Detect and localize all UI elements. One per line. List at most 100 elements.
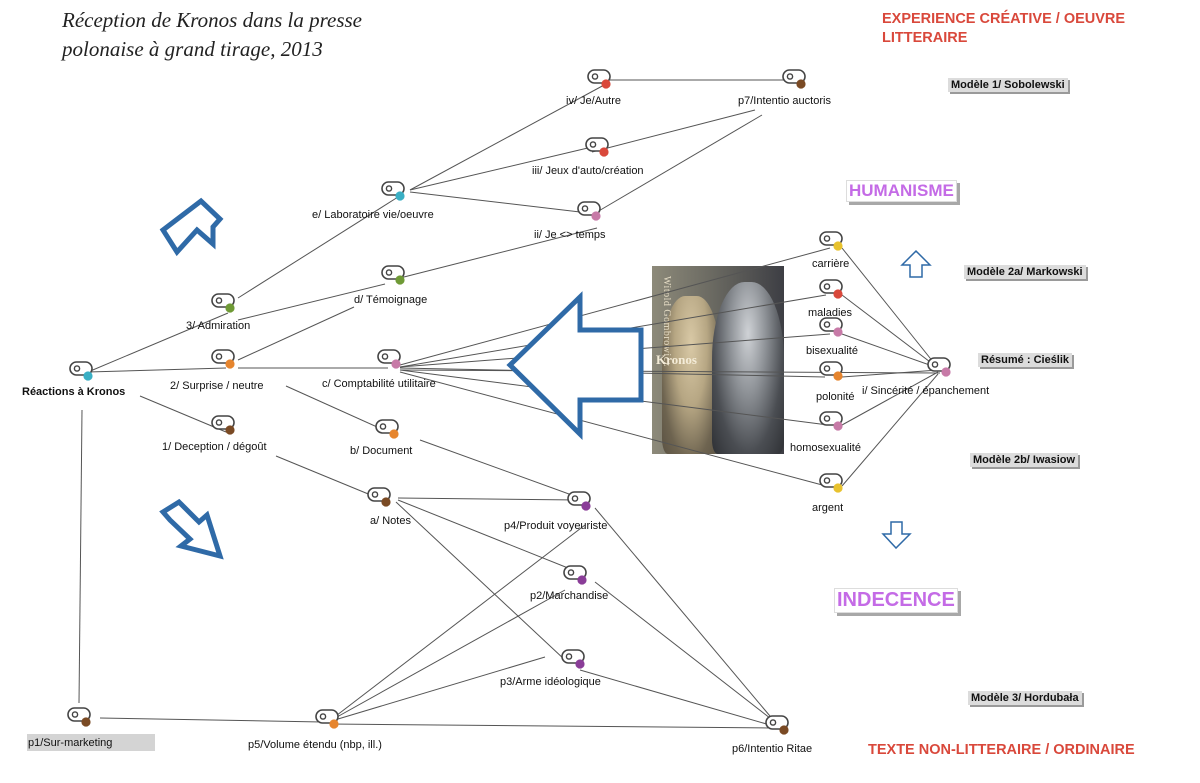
node-p2-icon [563, 565, 587, 585]
node-p7-label: p7/Intentio auctoris [738, 95, 831, 107]
node-p2-dot [577, 575, 587, 585]
node-iv-label: iv/ Je/Autre [566, 95, 621, 107]
node-polonite-label: polonité [816, 391, 855, 403]
p1-label-box [27, 734, 155, 751]
nodes [67, 69, 951, 735]
node-ii-label: ii/ Je <> temps [534, 229, 606, 241]
node-p6-icon [765, 715, 789, 735]
node-p6-label: p6/Intentio Ritae [732, 743, 812, 755]
node-p5-label: p5/Volume étendu (nbp, ill.) [248, 739, 382, 751]
node-a-label: a/ Notes [370, 515, 411, 527]
node-n1-dot [225, 425, 235, 435]
node-n3-icon [211, 293, 235, 313]
node-b-icon [375, 419, 399, 439]
indecence-label: INDECENCE [834, 588, 958, 613]
node-ii-icon [577, 201, 601, 221]
node-root-dot [83, 371, 93, 381]
diagram-title: Réception de Kronos dans la presse polon… [62, 8, 362, 61]
node-p6-dot [779, 725, 789, 735]
node-iii-dot [599, 147, 609, 157]
node-iv-icon [587, 69, 611, 89]
node-p1-dot [81, 717, 91, 727]
portrait-old-image [712, 282, 784, 454]
node-argent-icon [819, 473, 843, 493]
node-p4-dot [581, 501, 591, 511]
node-c-icon [377, 349, 401, 369]
node-c-label: c/ Comptabilité utilitaire [322, 378, 436, 390]
node-p7-icon [782, 69, 806, 89]
header-experience-creative: EXPERIENCE CRÉATIVE / OEUVRE LITTERAIRE [882, 11, 1126, 46]
node-d-dot [395, 275, 405, 285]
node-i-icon [927, 357, 951, 377]
node-e-icon [381, 181, 405, 201]
node-surprise-label: 2/ Surprise / neutre [170, 380, 264, 392]
arrow-down-icon [881, 521, 912, 550]
node-carriere-label: carrière [812, 258, 849, 270]
node-iii-label: iii/ Jeux d'auto/création [532, 165, 644, 177]
node-i-dot [941, 367, 951, 377]
node-b-dot [389, 429, 399, 439]
model-1-label: Modèle 1/ Sobolewski [948, 78, 1068, 92]
arrow-up-icon [900, 249, 932, 278]
node-bisexualite-dot [833, 327, 843, 337]
node-maladies-label: maladies [808, 307, 853, 319]
node-carriere-icon [819, 231, 843, 251]
humanisme-label: HUMANISME [846, 180, 957, 202]
node-ii-dot [591, 211, 601, 221]
node-a-dot [381, 497, 391, 507]
node-p5-icon [315, 709, 339, 729]
connection-lines [78, 79, 941, 729]
node-maladies-icon [819, 279, 843, 299]
node-bisexualite-icon [819, 317, 843, 337]
node-p1-label: p1/Sur-marketing [28, 737, 112, 749]
node-d-icon [381, 265, 405, 285]
node-iii-icon [585, 137, 609, 157]
node-homosexualite-label: homosexualité [790, 442, 861, 454]
node-a-icon [367, 487, 391, 507]
book-author: Witold Gombrowicz [661, 276, 672, 367]
node-argent-dot [833, 483, 843, 493]
node-c-dot [391, 359, 401, 369]
node-carriere-dot [833, 241, 843, 251]
small-arrows [881, 249, 932, 550]
node-maladies-dot [833, 289, 843, 299]
model-2a-label: Modèle 2a/ Markowski [964, 265, 1086, 279]
node-p4-label: p4/Produit voyeuriste [504, 520, 607, 532]
node-e-dot [395, 191, 405, 201]
node-polonite-dot [833, 371, 843, 381]
resume-label: Résumé : Cieślik [978, 353, 1073, 367]
node-argent-label: argent [812, 502, 843, 514]
node-deception-label: 1/ Deception / dégoût [162, 441, 267, 453]
model-2b-label: Modèle 2b/ Iwasiow [970, 453, 1079, 467]
kronos-book-cover: Witold Gombrowicz Kronos [652, 266, 784, 454]
arrows [159, 197, 644, 560]
node-p3-icon [561, 649, 585, 669]
book-title: Kronos [656, 352, 697, 367]
node-p7-dot [796, 79, 806, 89]
node-n3-dot [225, 303, 235, 313]
node-polonite-icon [819, 361, 843, 381]
node-d-label: d/ Témoignage [354, 294, 427, 306]
node-n2-dot [225, 359, 235, 369]
arrow-up-right-icon [159, 197, 224, 257]
node-root-label: Réactions à Kronos [22, 386, 125, 398]
node-n2-icon [211, 349, 235, 369]
node-p3-label: p3/Arme idéologique [500, 676, 601, 688]
node-b-label: b/ Document [350, 445, 412, 457]
node-homosexualite-icon [819, 411, 843, 431]
node-labels: Réactions à Kronos 3/ Admiration 2/ Surp… [22, 95, 989, 755]
node-p3-dot [575, 659, 585, 669]
footer-texte-non-litteraire: TEXTE NON-LITTERAIRE / ORDINAIRE [868, 742, 1135, 758]
node-homosexualite-dot [833, 421, 843, 431]
node-bisexualite-label: bisexualité [806, 345, 858, 357]
arrow-down-right-icon [159, 498, 224, 560]
node-i-label: i/ Sincérité / épanchement [862, 385, 989, 397]
node-admiration-label: 3/ Admiration [186, 320, 250, 332]
node-iv-dot [601, 79, 611, 89]
node-root-icon [69, 361, 93, 381]
node-p1-icon [67, 707, 91, 727]
node-p2-label: p2/Marchandise [530, 590, 608, 602]
node-p5-dot [329, 719, 339, 729]
node-n1-icon [211, 415, 235, 435]
big-left-arrow-icon [506, 291, 644, 440]
